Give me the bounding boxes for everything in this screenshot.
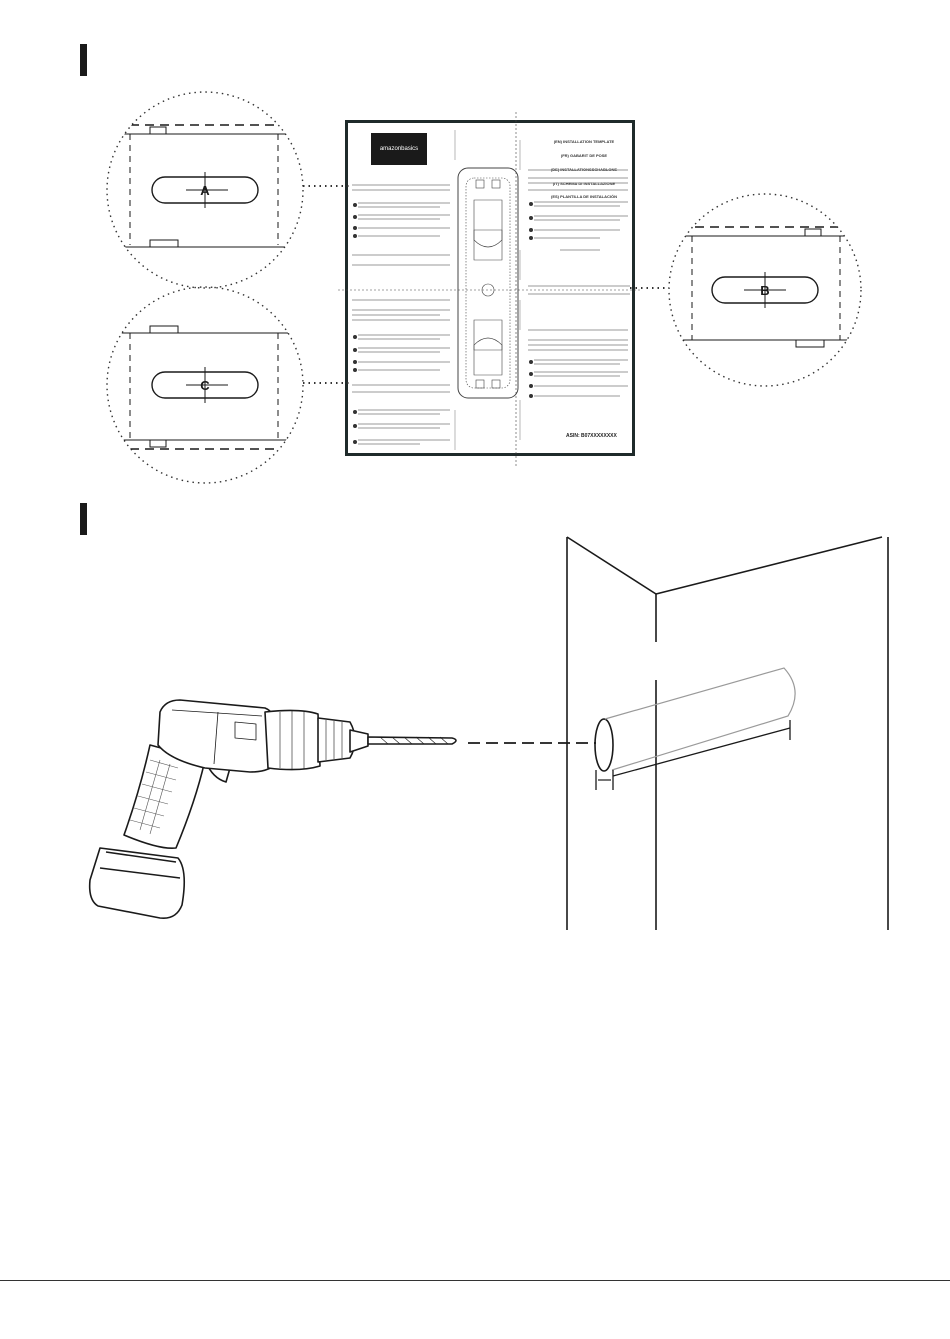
- callout-label-b: B: [760, 283, 769, 298]
- callout-label-a: A: [200, 183, 210, 198]
- wall-corner: [567, 537, 888, 930]
- callout-label-c: C: [200, 378, 210, 393]
- template-artwork: [338, 112, 640, 466]
- drill-hole: [595, 668, 795, 790]
- power-drill: [90, 700, 456, 918]
- footer-rule: [0, 1280, 950, 1281]
